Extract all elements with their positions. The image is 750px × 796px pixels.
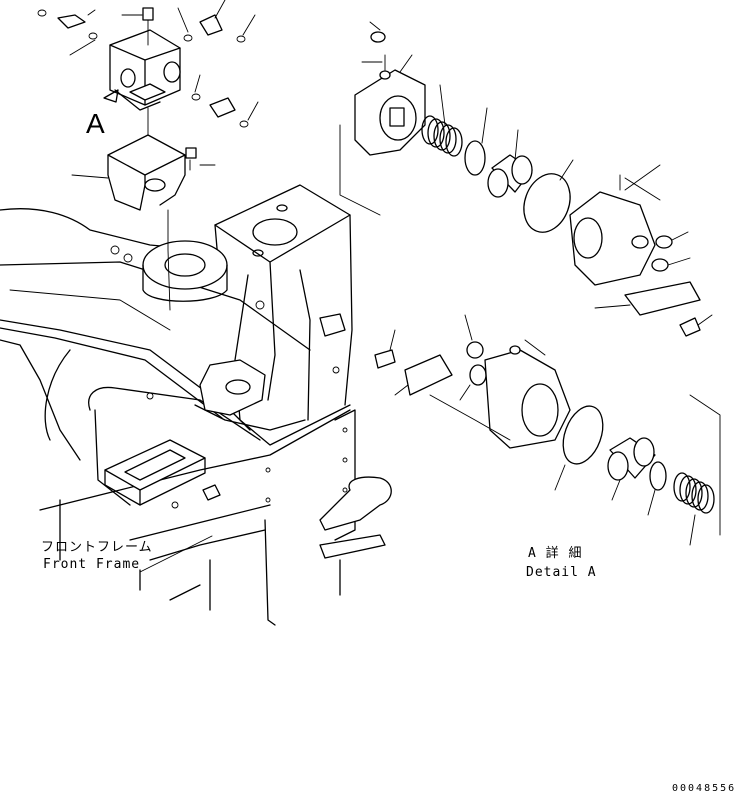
spring-upper <box>421 115 463 157</box>
front-frame-jp-label: フロントフレーム <box>41 540 153 555</box>
front-frame-leader <box>139 535 213 573</box>
view-letter-label: A <box>86 108 105 139</box>
drawing-number: 00048556 <box>672 783 737 794</box>
front-frame <box>0 184 392 626</box>
detail-en-label: Detail A <box>526 565 597 580</box>
front-frame-en-label: Front Frame <box>43 557 141 572</box>
spring-lower <box>673 472 715 514</box>
exploded-parts-lower <box>374 314 721 546</box>
detail-jp-label: A 詳 細 <box>528 546 583 561</box>
exploded-parts-upper <box>339 21 713 337</box>
valve-assembly <box>37 0 259 311</box>
